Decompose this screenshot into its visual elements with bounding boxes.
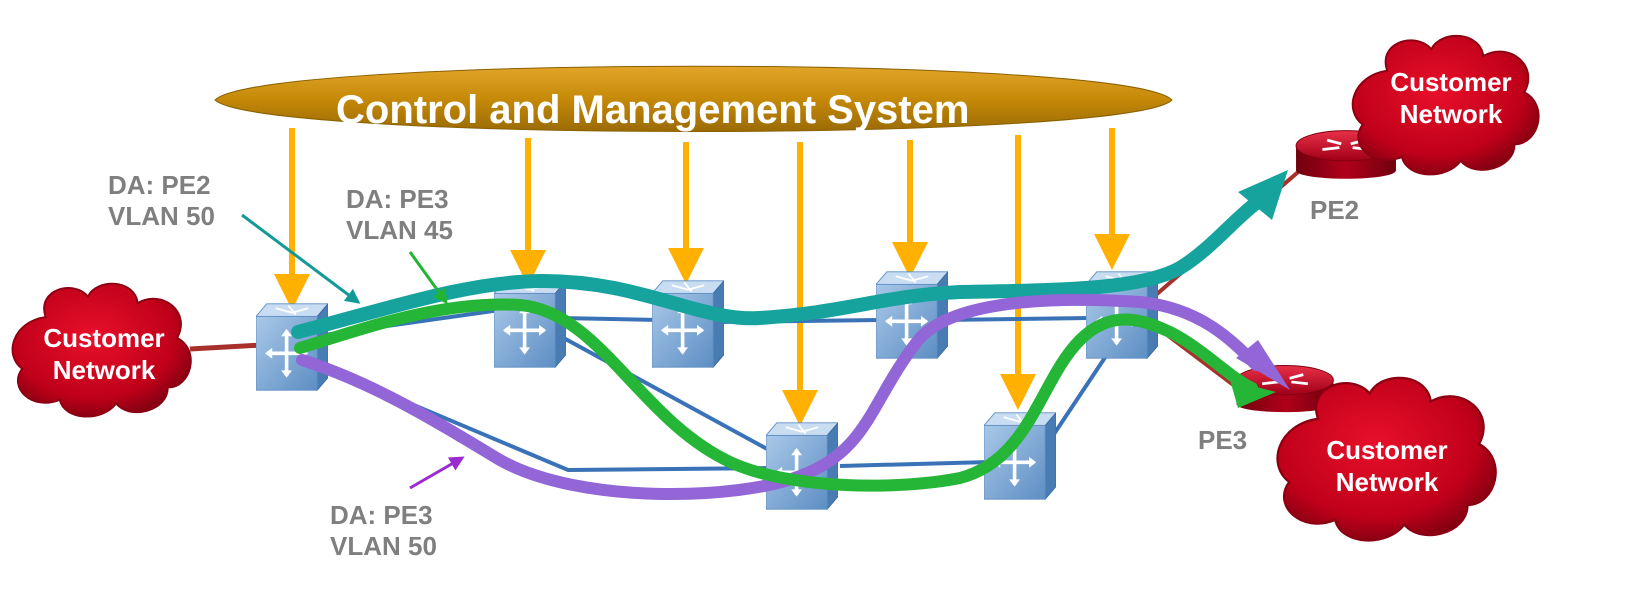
pointer-pe2-vlan50: [241, 213, 361, 304]
banner-title: Control and Management System: [336, 88, 970, 132]
cloud-left-line2: Network: [52, 355, 156, 385]
router-label-pe3: PE3: [1198, 425, 1248, 455]
teal-path-head: [1238, 170, 1288, 220]
path-label-pe3-vlan50: DA: PE3 VLAN 50: [330, 500, 437, 561]
pointer-pe3-vlan50: [409, 456, 465, 490]
path-label-pe2-vlan50: DA: PE2 VLAN 50: [108, 170, 215, 231]
switch-icon: [494, 278, 566, 370]
traffic-paths: [291, 170, 1290, 501]
label-pointers: [241, 213, 465, 490]
cloud-br-line2: Network: [1335, 467, 1439, 497]
cloud-left-line1: Customer: [43, 323, 165, 353]
teal-path: [291, 193, 1267, 339]
cloud-label-top-right: Customer Network: [1376, 66, 1526, 130]
access-link-left: [189, 342, 263, 352]
purple-path-head: [1236, 340, 1290, 390]
management-arrows: [274, 128, 1130, 426]
cloud-label-left: Customer Network: [32, 322, 176, 386]
cloud-tr-line1: Customer: [1390, 67, 1512, 97]
pointer-pe3-vlan45: [408, 251, 448, 305]
green-path-head: [1230, 380, 1276, 408]
cloud-label-bottom-right: Customer Network: [1312, 434, 1462, 498]
cloud-tr-line2: Network: [1399, 99, 1503, 129]
path-label-pe3-vlan45: DA: PE3 VLAN 45: [346, 184, 453, 245]
green-path: [294, 298, 1258, 492]
purple-path: [296, 293, 1262, 501]
router-label-pe2: PE2: [1310, 195, 1360, 225]
management-system-banner: [214, 65, 1173, 132]
cloud-br-line1: Customer: [1326, 435, 1448, 465]
